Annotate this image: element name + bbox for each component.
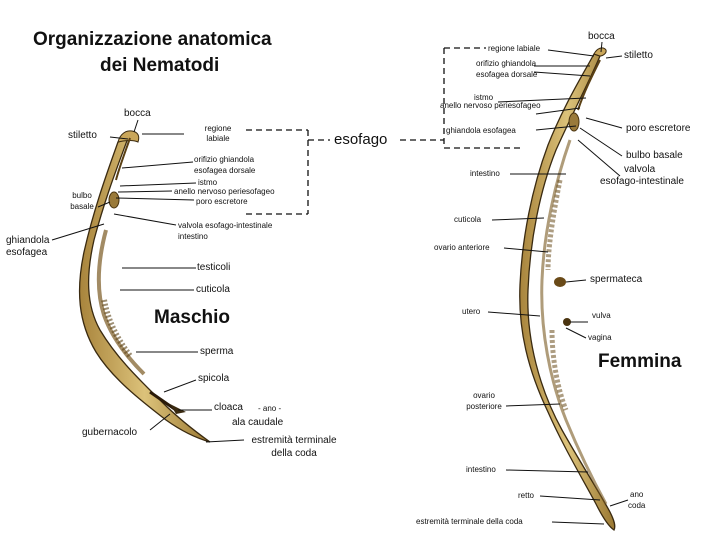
male-label-regione-2: labiale <box>206 134 230 143</box>
male-label-ghiandola-2: esofagea <box>6 247 48 258</box>
male-label-gubernacolo: gubernacolo <box>82 427 138 438</box>
male-label-bulbo-2: basale <box>70 202 94 211</box>
female-label-bulbo: bulbo basale <box>626 150 683 161</box>
female-head <box>593 47 607 57</box>
male-label-spicola: spicola <box>198 373 230 384</box>
male-label-cloaca: cloaca <box>214 402 243 413</box>
male-label-ala: ala caudale <box>232 417 284 428</box>
male-label-stiletto: stiletto <box>68 130 97 141</box>
female-esophagus <box>577 59 601 111</box>
female-body <box>519 53 616 531</box>
male-spicule <box>149 390 177 412</box>
male-label-estremita-2: della coda <box>271 448 317 459</box>
female-heading: Femmina <box>598 351 682 372</box>
diagram-title-line2: dei Nematodi <box>100 55 220 76</box>
male-label-intestino: intestino <box>178 232 208 241</box>
female-label-cuticola: cuticola <box>454 215 482 224</box>
male-label-anello: anello nervoso periesofageo <box>174 187 275 196</box>
male-label-orifizio-1: orifizio ghiandola <box>194 155 255 164</box>
female-anterior-ovary <box>545 179 563 271</box>
female-label-intestino-top: intestino <box>470 169 500 178</box>
diagram-title-line1: Organizzazione anatomica <box>33 29 272 50</box>
male-label-bocca: bocca <box>124 108 151 119</box>
female-label-valvola-2: esofago-intestinale <box>600 176 684 187</box>
female-intestine <box>540 139 608 505</box>
male-pointer-lines <box>51 119 245 443</box>
male-sperm <box>101 299 133 358</box>
esofago-label: esofago <box>334 131 388 148</box>
male-label-sperma: sperma <box>200 346 234 357</box>
female-label-ovario-post-2: posteriore <box>466 402 502 411</box>
esofago-bracket <box>246 47 520 215</box>
female-label-valvola-1: valvola <box>624 164 656 175</box>
female-label-orifizio-1: orifizio ghiandola <box>476 59 537 68</box>
male-basal-bulb <box>108 191 120 209</box>
female-label-estremita: estremità terminale della coda <box>416 517 523 526</box>
male-label-estremita-1: estremità terminale <box>251 435 337 446</box>
female-label-vagina: vagina <box>588 333 612 342</box>
female-label-bocca: bocca <box>588 31 615 42</box>
female-label-retto: retto <box>518 491 535 500</box>
male-label-regione-1: regione <box>204 124 232 133</box>
female-label-vulva: vulva <box>592 311 611 320</box>
female-label-intestino-bottom: intestino <box>466 465 496 474</box>
male-heading: Maschio <box>154 307 231 328</box>
male-label-orifizio-2: esofagea dorsale <box>194 166 256 175</box>
female-label-ano: ano <box>630 490 644 499</box>
male-label-testicoli: testicoli <box>197 262 231 273</box>
female-label-ovario-anteriore: ovario anteriore <box>434 243 490 252</box>
female-label-regione: regione labiale <box>488 44 541 53</box>
female-label-orifizio-2: esofagea dorsale <box>476 70 538 79</box>
male-label-istmo: istmo <box>198 178 218 187</box>
female-label-ghiandola: ghiandola esofagea <box>446 126 516 135</box>
female-pointer-lines <box>487 41 629 525</box>
female-label-stiletto: stiletto <box>624 50 653 61</box>
female-basal-bulb <box>568 112 580 132</box>
male-label-cuticola: cuticola <box>196 284 230 295</box>
female-label-coda: coda <box>628 501 646 510</box>
male-testes <box>96 229 146 376</box>
male-cloaca <box>170 404 186 414</box>
male-esophagus <box>115 137 131 181</box>
female-label-utero: utero <box>462 307 481 316</box>
male-label-ano: - ano - <box>258 404 282 413</box>
male-label-valvola: valvola esofago-intestinale <box>178 221 273 230</box>
female-vulva <box>563 318 571 326</box>
female-label-istmo: istmo <box>474 93 494 102</box>
male-label-bulbo-1: bulbo <box>72 191 92 200</box>
female-label-anello: anello nervoso periesofageo <box>440 101 541 110</box>
female-label-ovario-post-1: ovario <box>473 391 495 400</box>
female-spermatheca <box>554 277 566 287</box>
female-label-poro: poro escretore <box>626 123 691 134</box>
female-label-spermateca: spermateca <box>590 274 643 285</box>
male-label-poro: poro escretore <box>196 197 248 206</box>
male-label-ghiandola-1: ghiandola <box>6 235 50 246</box>
